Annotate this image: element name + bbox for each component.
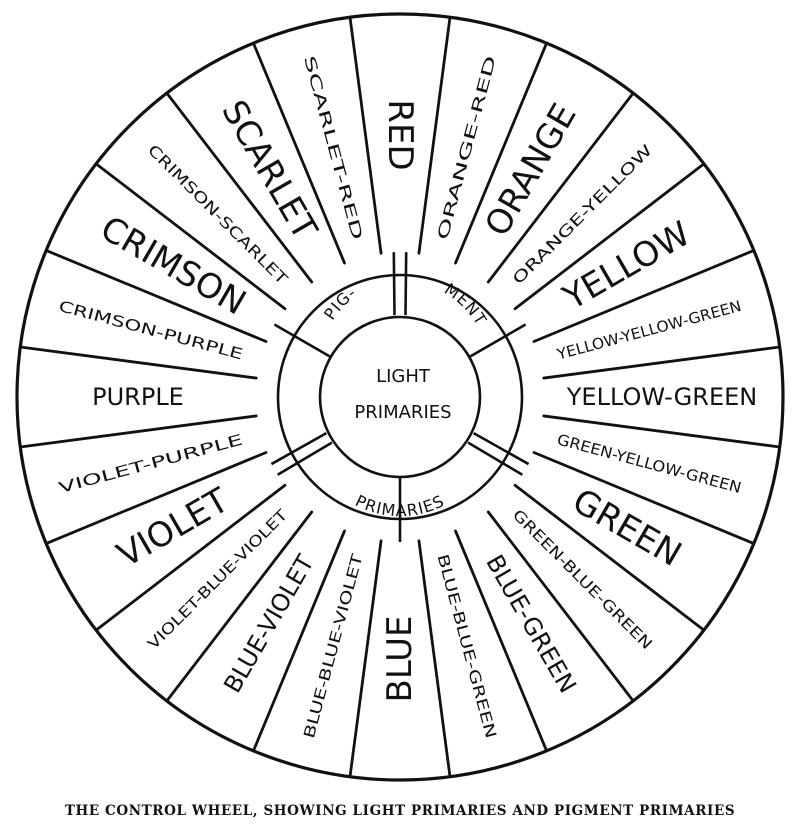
segment-divider [252, 529, 346, 753]
wheel-structure [15, 12, 785, 782]
segment-divider [486, 510, 635, 703]
segment-divider [542, 345, 782, 380]
segment-label-violet: VIOLET [111, 480, 236, 575]
primary-spoke-line [276, 441, 333, 476]
segment-label-purple: PURPLE [92, 383, 184, 411]
segment-divider [532, 451, 756, 545]
primary-spoke-line [404, 252, 408, 316]
segment-divider [454, 529, 548, 753]
pigment-ring-label-right: MENT [441, 279, 491, 329]
primary-spoke-line [270, 432, 328, 466]
segment-divider [18, 414, 258, 449]
segment-divider [44, 249, 268, 343]
segment-divider [44, 451, 268, 545]
segment-divider [348, 539, 383, 779]
segment-divider [417, 15, 452, 255]
pigment-spoke-line [468, 323, 527, 359]
segment-divider [513, 162, 706, 311]
segment-divider [542, 414, 782, 449]
segment-divider [252, 41, 346, 265]
segment-divider [18, 345, 258, 380]
segment-divider [532, 249, 756, 343]
segment-label-red: RED [380, 99, 420, 170]
outer-rim [15, 12, 785, 782]
primary-spoke-line [392, 252, 396, 316]
segment-divider [513, 483, 706, 632]
figure-caption: THE CONTROL WHEEL, SHOWING LIGHT PRIMARI… [64, 803, 736, 819]
center-label-light: LIGHT [376, 366, 431, 387]
segment-divider [348, 15, 383, 255]
pigment-ring-label-left: PIG- [320, 283, 360, 324]
segment-divider [454, 41, 548, 265]
pigment-spoke-line [273, 323, 332, 359]
segment-divider [417, 539, 452, 779]
segment-label-green: GREEN [566, 481, 689, 575]
center-hub-circle [318, 315, 482, 479]
segment-divider [165, 510, 314, 703]
primary-spoke-line [467, 441, 524, 476]
segment-divider [94, 483, 287, 632]
segment-divider [94, 162, 287, 311]
center-label-primaries: PRIMARIES [354, 402, 451, 423]
primary-spoke-line [472, 432, 530, 466]
segment-divider [165, 91, 314, 284]
segment-divider [486, 91, 635, 284]
segment-label-blue: BLUE [380, 616, 420, 703]
segment-label-yellow-green: YELLOW-GREEN [566, 383, 757, 411]
